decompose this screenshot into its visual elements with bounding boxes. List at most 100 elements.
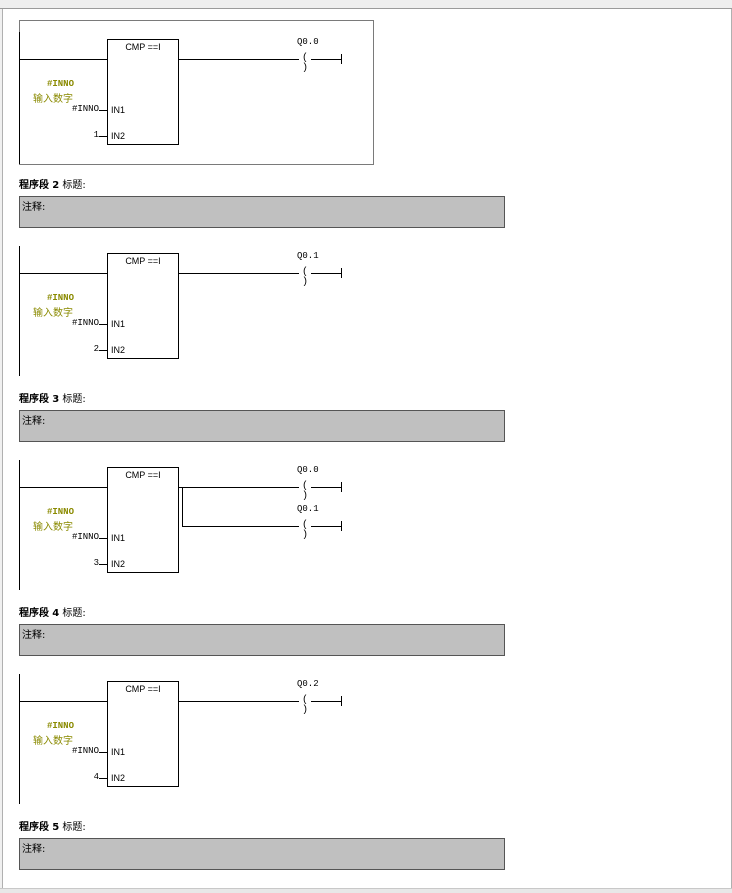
network-4-header[interactable]: 程序段 4 标题: — [19, 604, 86, 619]
power-rail — [19, 246, 20, 376]
network-3-ladder[interactable]: CMP ==I IN1 IN2 #INNO 输入数字 #INNO 3 Q0.0 … — [3, 448, 383, 598]
comment-label: 注释: — [22, 844, 46, 855]
in1-parameter[interactable]: #INNO — [71, 746, 99, 756]
coil-address[interactable]: Q0.0 — [297, 465, 319, 475]
in1-wire — [99, 324, 107, 325]
symbol-comment: 输入数字 — [33, 308, 73, 319]
network-title: 标题: — [62, 180, 86, 191]
cmp-box[interactable]: CMP ==I IN1 IN2 — [107, 467, 179, 573]
window-bottom-border — [0, 888, 732, 893]
coil-address[interactable]: Q0.1 — [297, 251, 319, 261]
rung-wire-in — [19, 59, 107, 60]
network-number: 3 — [52, 394, 60, 405]
in1-pin-label: IN1 — [111, 747, 126, 757]
network-label: 程序段 — [19, 822, 49, 833]
in2-wire — [99, 778, 107, 779]
in1-wire — [99, 110, 107, 111]
rung-wire-in — [19, 701, 107, 702]
network-5-comment-box[interactable]: 注释: — [19, 838, 505, 870]
branch-wire — [182, 487, 183, 527]
in2-pin-label: IN2 — [111, 559, 126, 569]
in2-parameter[interactable]: 1 — [93, 130, 99, 140]
network-number: 2 — [52, 180, 60, 191]
coil-address[interactable]: Q0.0 — [297, 37, 319, 47]
symbol-name: #INNO — [46, 721, 74, 731]
in1-wire — [99, 538, 107, 539]
network-label: 程序段 — [19, 394, 49, 405]
network-title: 标题: — [62, 822, 86, 833]
cmp-box-title: CMP ==I — [125, 256, 161, 266]
output-coil[interactable]: ( ) — [299, 268, 311, 288]
rung-wire-in — [19, 487, 107, 488]
network-label: 程序段 — [19, 180, 49, 191]
cmp-box-title: CMP ==I — [125, 470, 161, 480]
in1-parameter[interactable]: #INNO — [71, 318, 99, 328]
network-2-ladder[interactable]: CMP ==I IN1 IN2 #INNO 输入数字 #INNO 2 Q0.1 … — [3, 234, 383, 384]
network-4-ladder[interactable]: CMP ==I IN1 IN2 #INNO 输入数字 #INNO 4 Q0.2 … — [3, 662, 383, 812]
in2-wire — [99, 136, 107, 137]
comment-label: 注释: — [22, 630, 46, 641]
network-title: 标题: — [62, 608, 86, 619]
in1-pin-label: IN1 — [111, 533, 126, 543]
power-rail — [19, 460, 20, 590]
network-1-ladder[interactable]: CMP ==I IN1 IN2 #INNO 输入数字 #INNO 1 Q0.0 … — [3, 20, 383, 170]
network-3-comment-box[interactable]: 注释: — [19, 410, 505, 442]
cmp-box-title: CMP ==I — [125, 42, 161, 52]
network-2-header[interactable]: 程序段 2 标题: — [19, 176, 86, 191]
comment-label: 注释: — [22, 202, 46, 213]
rung-wire-out — [178, 487, 341, 488]
symbol-comment: 输入数字 — [33, 522, 73, 533]
rung-end — [341, 521, 342, 531]
rung-wire-in — [19, 273, 107, 274]
rung-wire-out — [178, 273, 341, 274]
rung-end — [341, 696, 342, 706]
in1-pin-label: IN1 — [111, 319, 126, 329]
branch-rung-wire — [182, 526, 341, 527]
in2-parameter[interactable]: 2 — [93, 344, 99, 354]
ladder-editor-pane[interactable]: CMP ==I IN1 IN2 #INNO 输入数字 #INNO 1 Q0.0 … — [2, 9, 732, 888]
network-5-header[interactable]: 程序段 5 标题: — [19, 818, 86, 833]
symbol-comment: 输入数字 — [33, 736, 73, 747]
output-coil[interactable]: ( ) — [299, 521, 311, 541]
power-rail — [19, 32, 20, 164]
in2-pin-label: IN2 — [111, 773, 126, 783]
in1-wire — [99, 752, 107, 753]
in2-wire — [99, 564, 107, 565]
rung-end — [341, 482, 342, 492]
in2-wire — [99, 350, 107, 351]
rung-end — [341, 268, 342, 278]
in2-parameter[interactable]: 4 — [93, 772, 99, 782]
network-2-comment-box[interactable]: 注释: — [19, 196, 505, 228]
cmp-box[interactable]: CMP ==I IN1 IN2 — [107, 681, 179, 787]
in2-pin-label: IN2 — [111, 131, 126, 141]
in1-parameter[interactable]: #INNO — [71, 532, 99, 542]
network-title: 标题: — [62, 394, 86, 405]
window-top-border — [0, 0, 732, 9]
power-rail — [19, 674, 20, 804]
network-3-header[interactable]: 程序段 3 标题: — [19, 390, 86, 405]
rung-wire-out — [178, 59, 341, 60]
cmp-box[interactable]: CMP ==I IN1 IN2 — [107, 253, 179, 359]
symbol-name: #INNO — [46, 79, 74, 89]
in1-pin-label: IN1 — [111, 105, 126, 115]
symbol-name: #INNO — [46, 507, 74, 517]
in2-parameter[interactable]: 3 — [93, 558, 99, 568]
rung-end — [341, 54, 342, 64]
symbol-comment: 输入数字 — [33, 94, 73, 105]
cmp-box[interactable]: CMP ==I IN1 IN2 — [107, 39, 179, 145]
network-number: 4 — [52, 608, 60, 619]
in1-parameter[interactable]: #INNO — [71, 104, 99, 114]
network-label: 程序段 — [19, 608, 49, 619]
network-4-comment-box[interactable]: 注释: — [19, 624, 505, 656]
output-coil[interactable]: ( ) — [299, 696, 311, 716]
network-number: 5 — [52, 822, 60, 833]
coil-address[interactable]: Q0.2 — [297, 679, 319, 689]
symbol-name: #INNO — [46, 293, 74, 303]
rung-wire-out — [178, 701, 341, 702]
comment-label: 注释: — [22, 416, 46, 427]
in2-pin-label: IN2 — [111, 345, 126, 355]
output-coil[interactable]: ( ) — [299, 482, 311, 502]
coil-address[interactable]: Q0.1 — [297, 504, 319, 514]
cmp-box-title: CMP ==I — [125, 684, 161, 694]
output-coil[interactable]: ( ) — [299, 54, 311, 74]
